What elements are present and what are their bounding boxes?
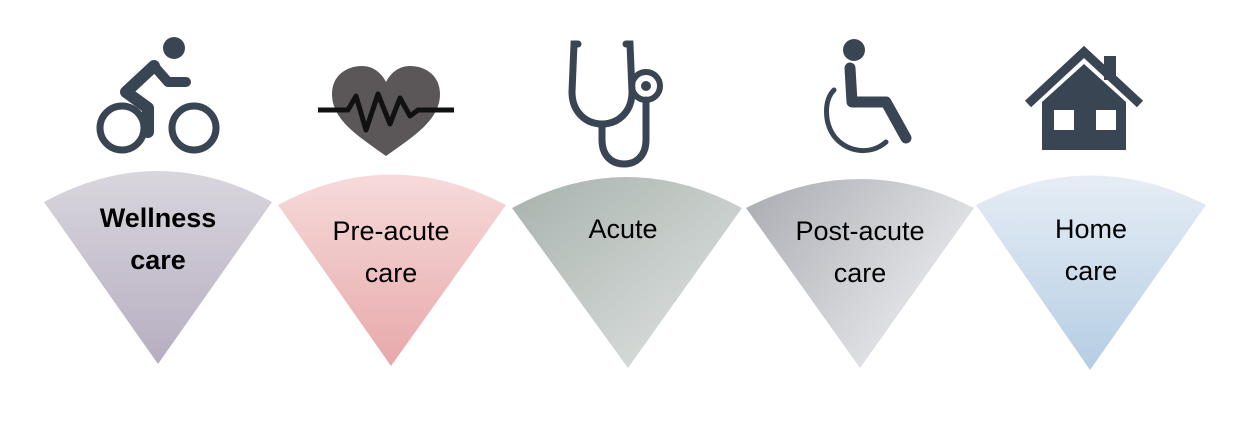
- wedge-pre-acute: [278, 174, 506, 366]
- bicycle-icon: [96, 37, 220, 154]
- stage-label-line1: Acute: [588, 214, 658, 244]
- stage-label-line2: care: [833, 258, 887, 288]
- stage-label-pre-acute: Pre-acute care: [281, 210, 501, 294]
- stage-label-line1: Pre-acute: [332, 216, 450, 246]
- stage-label-wellness: Wellness care: [48, 197, 268, 281]
- stage-label-home: Home care: [981, 208, 1201, 292]
- stethoscope-icon: [568, 40, 663, 168]
- wedge-post-acute: [746, 179, 974, 368]
- stage-label-line2: care: [364, 258, 418, 288]
- house-icon: [1024, 46, 1144, 150]
- stage-label-line2: care: [1064, 256, 1118, 286]
- wedge-wellness: [44, 171, 272, 364]
- wedge-home: [976, 175, 1206, 370]
- stage-label-line1: Post-acute: [795, 216, 925, 246]
- wheelchair-icon: [824, 39, 912, 154]
- stage-label-line1: Wellness: [99, 203, 217, 233]
- heartbeat-icon: [318, 66, 454, 156]
- stage-label-line2: care: [130, 245, 186, 275]
- wedge-acute: [512, 177, 742, 368]
- stage-label-acute: Acute: [513, 208, 733, 250]
- stage-label-post-acute: Post-acute care: [750, 210, 970, 294]
- stage-label-line1: Home: [1054, 214, 1128, 244]
